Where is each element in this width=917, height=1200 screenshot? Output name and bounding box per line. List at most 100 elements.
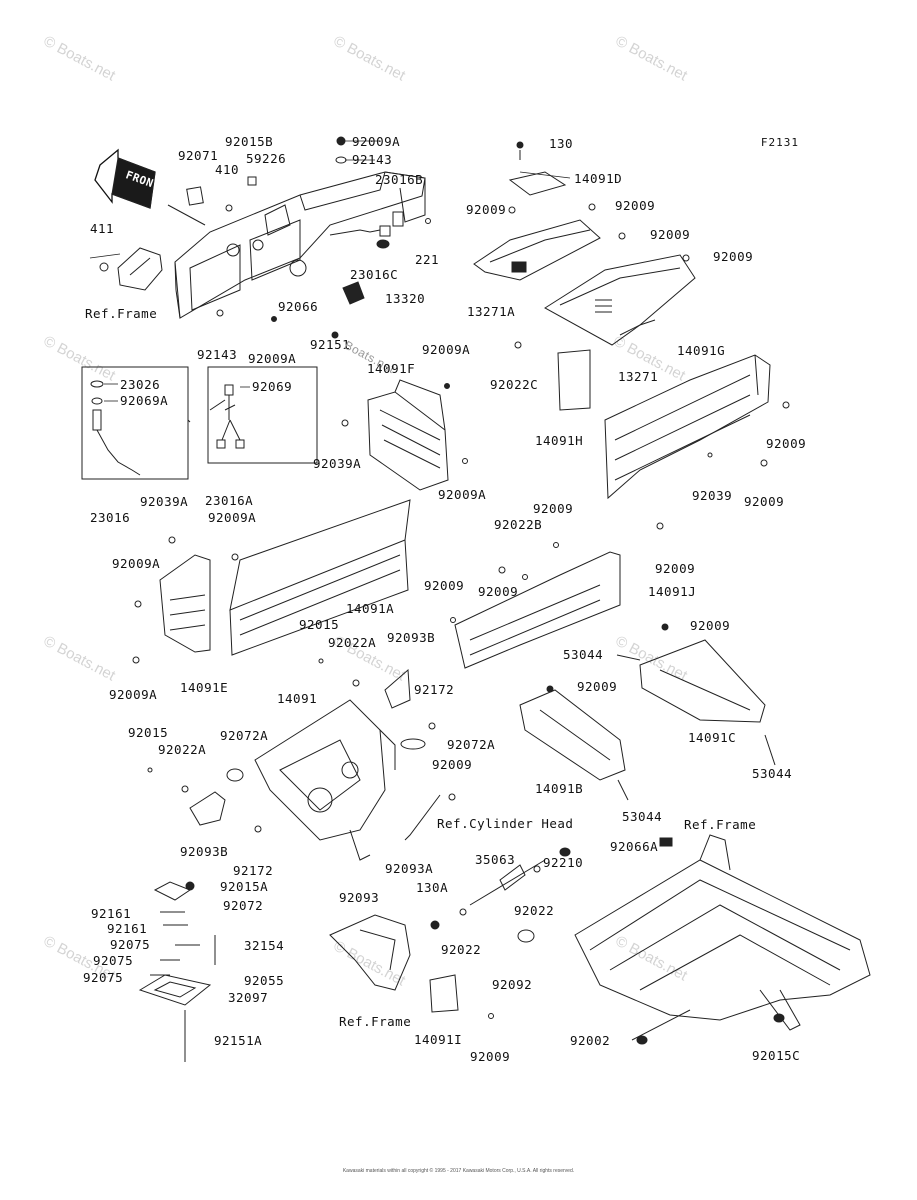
part-label[interactable]: 411 xyxy=(90,221,115,236)
part-label[interactable]: 92009 xyxy=(466,202,507,217)
part-label[interactable]: 92039A xyxy=(313,456,362,471)
part-label[interactable]: 92210 xyxy=(543,855,584,870)
part-label[interactable]: 92009A xyxy=(109,687,158,702)
part-label[interactable]: 92009 xyxy=(533,501,574,516)
part-label[interactable]: 92092 xyxy=(492,977,533,992)
part-label[interactable]: 92009 xyxy=(766,436,807,451)
part-label[interactable]: 14091J xyxy=(648,584,697,599)
part-label[interactable]: 92093A xyxy=(385,861,434,876)
part-label[interactable]: 92075 xyxy=(110,937,151,952)
part-label[interactable]: 92009 xyxy=(470,1049,511,1064)
part-label[interactable]: 92009A xyxy=(438,487,487,502)
part-label[interactable]: 92009 xyxy=(577,679,618,694)
part-label[interactable]: 23016A xyxy=(205,493,254,508)
part-label[interactable]: 14091D xyxy=(574,171,623,186)
part-label[interactable]: 92093B xyxy=(180,844,229,859)
part-label[interactable]: 92075 xyxy=(93,953,134,968)
part-label[interactable]: 53044 xyxy=(622,809,663,824)
panel-14091B xyxy=(519,685,629,801)
part-label[interactable]: 92009 xyxy=(690,618,731,633)
part-label[interactable]: 23016B xyxy=(375,172,424,187)
part-label[interactable]: 92055 xyxy=(244,973,285,988)
part-label[interactable]: 92066A xyxy=(610,839,659,854)
part-label[interactable]: 92009 xyxy=(713,249,754,264)
part-label[interactable]: 92093 xyxy=(339,890,380,905)
part-label[interactable]: 92015B xyxy=(225,134,274,149)
part-label[interactable]: 92009A xyxy=(248,351,297,366)
part-label[interactable]: 14091 xyxy=(277,691,318,706)
part-label[interactable]: 92072 xyxy=(223,898,264,913)
part-label[interactable]: 92009A xyxy=(352,134,401,149)
part-label[interactable]: 14091G xyxy=(677,343,726,358)
part-label[interactable]: 13320 xyxy=(385,291,426,306)
part-label[interactable]: 14091I xyxy=(414,1032,463,1047)
part-label[interactable]: 92172 xyxy=(233,863,274,878)
part-label[interactable]: 92009 xyxy=(655,561,696,576)
part-label[interactable]: 92071 xyxy=(178,148,219,163)
part-label[interactable]: 14091B xyxy=(535,781,584,796)
part-label[interactable]: 32097 xyxy=(228,990,269,1005)
part-label[interactable]: 92143 xyxy=(197,347,238,362)
part-label[interactable]: 221 xyxy=(415,252,440,267)
part-label[interactable]: 92039 xyxy=(692,488,733,503)
part-label[interactable]: 92022A xyxy=(158,742,207,757)
part-label[interactable]: 92161 xyxy=(107,921,148,936)
part-label[interactable]: 14091C xyxy=(688,730,737,745)
part-label[interactable]: 13271 xyxy=(618,369,659,384)
part-label[interactable]: 92022A xyxy=(328,635,377,650)
part-label[interactable]: 14091H xyxy=(535,433,584,448)
part-label[interactable]: 92039A xyxy=(140,494,189,509)
part-label[interactable]: 92069 xyxy=(252,379,293,394)
part-label[interactable]: 92009 xyxy=(744,494,785,509)
part-label[interactable]: 92075 xyxy=(83,970,124,985)
panel-14091C xyxy=(616,623,776,766)
part-label[interactable]: 92143 xyxy=(352,152,393,167)
part-label[interactable]: 23026 xyxy=(120,377,161,392)
part-label[interactable]: 23016 xyxy=(90,510,131,525)
part-label[interactable]: 92022C xyxy=(490,377,539,392)
part-label[interactable]: 92009A xyxy=(112,556,161,571)
part-label[interactable]: 59226 xyxy=(246,151,287,166)
part-label[interactable]: 92015 xyxy=(128,725,169,740)
part-label[interactable]: 92022B xyxy=(494,517,543,532)
part-label[interactable]: 92009 xyxy=(650,227,691,242)
part-label[interactable]: 92009 xyxy=(478,584,519,599)
part-label[interactable]: 14091E xyxy=(180,680,229,695)
part-label[interactable]: 92009A xyxy=(422,342,471,357)
part-label[interactable]: 92015C xyxy=(752,1048,801,1063)
part-label[interactable]: 53044 xyxy=(752,766,793,781)
part-label[interactable]: 14091F xyxy=(367,361,416,376)
rods xyxy=(349,793,456,861)
part-label[interactable]: 92015A xyxy=(220,879,269,894)
part-label[interactable]: 14091A xyxy=(346,601,395,616)
part-label[interactable]: 92151A xyxy=(214,1033,263,1048)
part-label[interactable]: 92066 xyxy=(278,299,319,314)
part-label[interactable]: 53044 xyxy=(563,647,604,662)
part-label[interactable]: 92009 xyxy=(615,198,656,213)
part-label[interactable]: 92009 xyxy=(424,578,465,593)
part-label[interactable]: 92072A xyxy=(220,728,269,743)
part-label[interactable]: 35063 xyxy=(475,852,516,867)
part-label[interactable]: 92151 xyxy=(310,337,351,352)
part-label[interactable]: 92015 xyxy=(299,617,340,632)
part-label[interactable]: 92009A xyxy=(208,510,257,525)
part-label[interactable]: 92022 xyxy=(514,903,555,918)
part-label[interactable]: 130A xyxy=(416,880,449,895)
part-label[interactable]: 92093B xyxy=(387,630,436,645)
part-label[interactable]: 23016C xyxy=(350,267,399,282)
part-label[interactable]: 130 xyxy=(549,136,574,151)
part-label[interactable]: 92002 xyxy=(570,1033,611,1048)
dash-panel xyxy=(167,171,426,319)
part-label[interactable]: 410 xyxy=(215,162,240,177)
part-label[interactable]: 92022 xyxy=(441,942,482,957)
leader-lines xyxy=(89,140,571,402)
part-label[interactable]: 92161 xyxy=(91,906,132,921)
part-label[interactable]: 92069A xyxy=(120,393,169,408)
part-label[interactable]: 92009 xyxy=(432,757,473,772)
part-label[interactable]: 32154 xyxy=(244,938,285,953)
part-label[interactable]: 92072A xyxy=(447,737,496,752)
connector-assembly xyxy=(209,384,245,449)
part-label[interactable]: 13271A xyxy=(467,304,516,319)
part-label[interactable]: 92172 xyxy=(414,682,455,697)
